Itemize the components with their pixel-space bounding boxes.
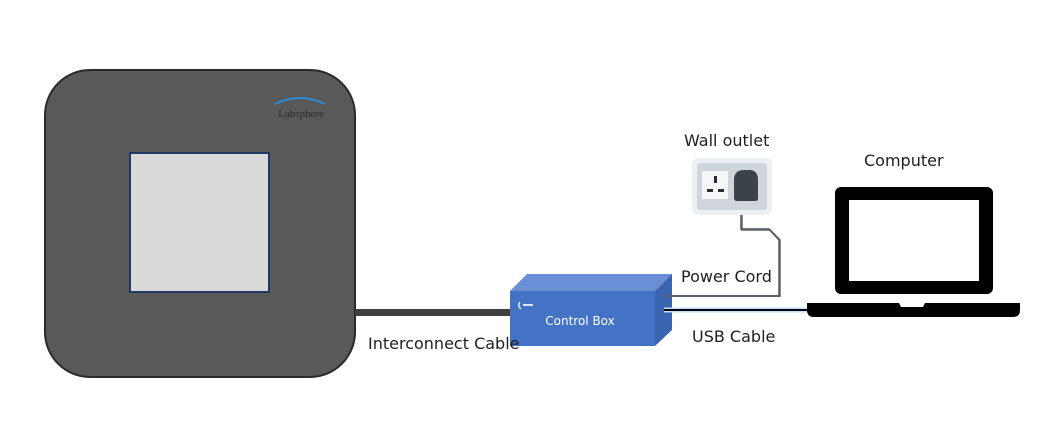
sphere-port [129,152,270,293]
wall-socket-pin [714,176,717,183]
wall-outlet-icon [692,158,772,215]
interconnect-cable [355,309,515,316]
laptop-screen [849,200,979,281]
control-box-front [510,291,655,346]
wall-socket [702,171,728,199]
interconnect-cable-label: Interconnect Cable [368,334,520,353]
control-box-logo-icon [518,301,522,310]
control-box-side [655,274,672,346]
labsphere-logo-arc-icon [274,97,326,105]
laptop-icon [807,187,1020,317]
laptop-notch [899,303,925,307]
labsphere-logo-text: Labsphere [278,108,324,120]
computer-label: Computer [864,151,944,170]
laptop-base [807,303,1020,317]
control-box-logo-mark [523,304,533,306]
sphere-device: Labsphere [44,69,356,378]
power-cord-label: Power Cord [681,267,772,286]
control-box: Control Box [510,274,672,346]
wall-socket-pin [718,189,724,192]
control-box-label: Control Box [545,314,615,328]
plug-icon [734,170,758,201]
control-box-top [510,274,672,291]
power-cord [666,188,780,297]
usb-cable-label: USB Cable [692,327,776,346]
wall-socket-pin [707,189,713,192]
wall-outlet-label: Wall outlet [684,131,770,150]
